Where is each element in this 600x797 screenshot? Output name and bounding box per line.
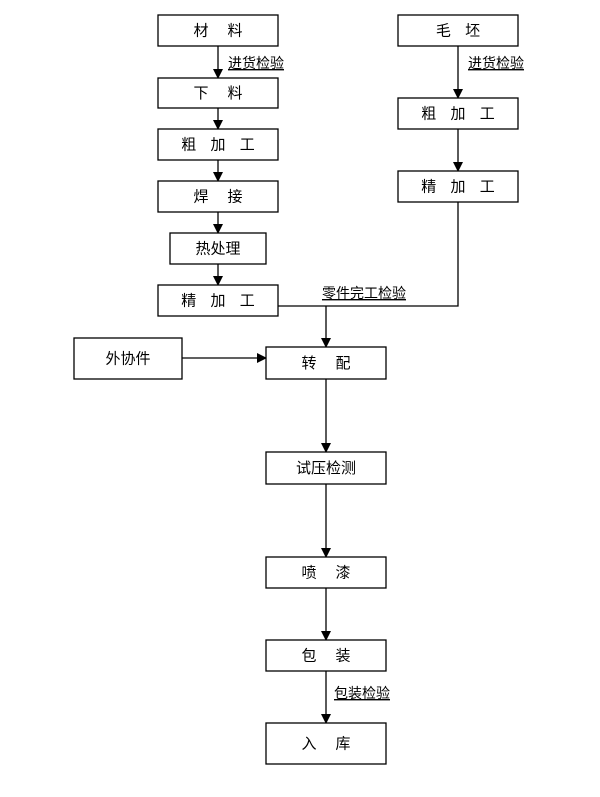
node-blanking: 下 料: [157, 77, 279, 109]
edge-merge-to-zhuanpei: [278, 202, 459, 348]
svg-text:精 加 工: 精 加 工: [421, 178, 495, 196]
svg-text:包 装: 包 装: [301, 647, 350, 665]
node-rough-machining-right: 粗 加 工: [397, 97, 519, 130]
node-heat-treatment: 热处理: [169, 232, 267, 265]
svg-text:喷 漆: 喷 漆: [301, 564, 350, 582]
node-finish-machining-right: 精 加 工: [397, 170, 519, 203]
node-pressure-test: 试压检测: [265, 451, 387, 485]
node-assembly: 转 配: [265, 346, 387, 380]
node-painting: 喷 漆: [265, 556, 387, 589]
svg-text:粗 加 工: 粗 加 工: [181, 136, 255, 154]
node-warehousing: 入 库: [265, 722, 387, 765]
edge-label-incoming-inspection-right: 进货检验: [468, 55, 524, 72]
svg-text:粗 加 工: 粗 加 工: [421, 105, 495, 123]
svg-text:下 料: 下 料: [193, 84, 242, 102]
node-rough-blank: 毛 坯: [397, 14, 519, 47]
edge-label-part-completion-inspection: 零件完工检验: [322, 286, 406, 302]
svg-text:精 加 工: 精 加 工: [181, 292, 255, 310]
svg-text:焊 接: 焊 接: [193, 188, 242, 206]
svg-text:毛 坯: 毛 坯: [436, 22, 480, 40]
svg-text:转 配: 转 配: [301, 354, 350, 372]
node-packaging: 包 装: [265, 639, 387, 672]
edge-label-incoming-inspection-left: 进货检验: [228, 55, 284, 72]
node-materials: 材 料: [157, 14, 279, 47]
node-finish-machining-left: 精 加 工: [157, 284, 279, 317]
svg-text:外协件: 外协件: [105, 350, 150, 368]
node-outsourced-parts: 外协件: [73, 337, 183, 380]
svg-text:试压检测: 试压检测: [296, 459, 356, 477]
node-welding: 焊 接: [157, 180, 279, 213]
edge-label-packaging-inspection: 包装检验: [334, 686, 390, 702]
svg-text:热处理: 热处理: [195, 240, 240, 258]
node-rough-machining-left: 粗 加 工: [157, 128, 279, 161]
svg-text:材 料: 材 料: [193, 22, 242, 40]
svg-text:入 库: 入 库: [301, 735, 350, 753]
